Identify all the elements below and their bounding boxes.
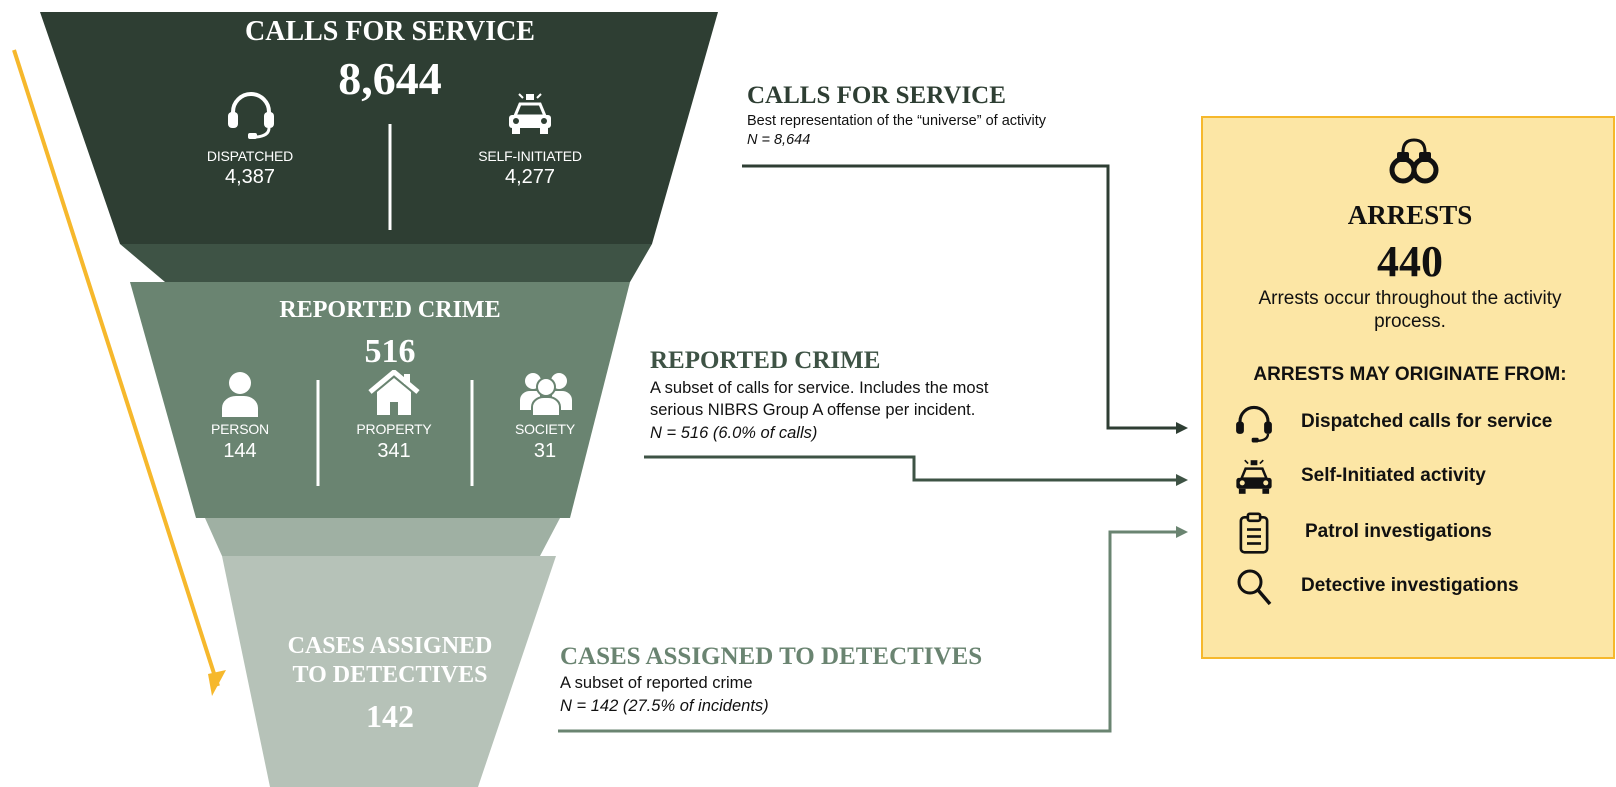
arrest-origin-label: Self-Initiated activity: [1301, 465, 1486, 486]
reported-total: 516: [364, 333, 416, 370]
reported-description-heading: REPORTED CRIME: [650, 347, 881, 374]
flow-arrow-head: [208, 670, 226, 696]
arrests-desc-line1: Arrests occur throughout the activity: [1258, 288, 1562, 309]
cases-connector-line: [558, 530, 1180, 733]
person-icon: [222, 372, 258, 417]
handcuffs-icon: [1389, 138, 1439, 184]
calls-self-initiated-value: 4,277: [504, 166, 556, 188]
calls-connector-band: [120, 244, 652, 282]
arrests-desc-line2: process.: [1374, 311, 1446, 332]
reported-person-label: PERSON: [211, 421, 269, 437]
calls-dispatched-label: DISPATCHED: [206, 148, 294, 164]
reported-connector-line: [644, 455, 1180, 482]
cases-title-line2: TO DETECTIVES: [292, 662, 488, 688]
headset-icon: [1236, 405, 1272, 443]
cases-total: 142: [366, 698, 414, 734]
magnifier-icon: [1237, 569, 1272, 606]
arrests-total: 440: [1377, 237, 1443, 286]
police-car-icon: [509, 93, 551, 134]
calls-band: [40, 12, 718, 244]
arrests-panel: ARRESTS 440 Arrests occur throughout the…: [1201, 116, 1615, 659]
headset-icon: [228, 92, 274, 139]
arrest-origin-label: Patrol investigations: [1305, 521, 1492, 542]
reported-property-label: PROPERTY: [356, 421, 432, 437]
arrest-origin-detective: Detective investigations: [1203, 562, 1616, 612]
arrest-origin-label: Detective investigations: [1301, 575, 1519, 596]
calls-title: CALLS FOR SERVICE: [245, 16, 535, 47]
reported-description-line2: serious NIBRS Group A offense per incide…: [650, 401, 976, 419]
calls-connector-line: [742, 164, 1180, 430]
reported-title: REPORTED CRIME: [279, 297, 501, 323]
arrests-title: ARRESTS: [1347, 200, 1473, 230]
arrest-origin-label: Dispatched calls for service: [1301, 411, 1553, 432]
police-car-icon: [1236, 459, 1272, 494]
reported-society-value: 31: [533, 440, 557, 462]
group-icon: [520, 373, 572, 416]
calls-dispatched-value: 4,387: [224, 166, 276, 188]
arrest-origin-self-initiated: Self-Initiated activity: [1203, 452, 1616, 502]
reported-society-label: SOCIETY: [514, 421, 576, 437]
flow-arrow: [12, 49, 220, 687]
calls-description-n: N = 8,644: [747, 132, 811, 148]
reported-description-n: N = 516 (6.0% of calls): [650, 424, 818, 442]
cases-band: [222, 556, 556, 787]
reported-description-line1: A subset of calls for service. Includes …: [650, 379, 989, 397]
clipboard-icon: [1239, 512, 1269, 554]
reported-property-value: 341: [377, 440, 411, 462]
reported-connector-band: [205, 518, 560, 556]
cases-description-heading: CASES ASSIGNED TO DETECTIVES: [560, 643, 983, 670]
calls-total: 8,644: [338, 53, 442, 104]
calls-self-initiated-label: SELF-INITIATED: [478, 148, 582, 164]
calls-description-text: Best representation of the “universe” of…: [747, 113, 1047, 129]
cases-description-n: N = 142 (27.5% of incidents): [560, 697, 769, 715]
cases-description-text: A subset of reported crime: [560, 674, 753, 692]
arrest-origin-dispatched: Dispatched calls for service: [1203, 398, 1616, 448]
cases-title-line1: CASES ASSIGNED: [287, 633, 493, 659]
house-icon: [368, 370, 420, 415]
arrest-origin-patrol: Patrol investigations: [1203, 508, 1616, 558]
calls-description-heading: CALLS FOR SERVICE: [747, 82, 1006, 109]
arrests-origin-heading: ARRESTS MAY ORIGINATE FROM:: [1253, 364, 1567, 385]
reported-person-value: 144: [223, 440, 257, 462]
